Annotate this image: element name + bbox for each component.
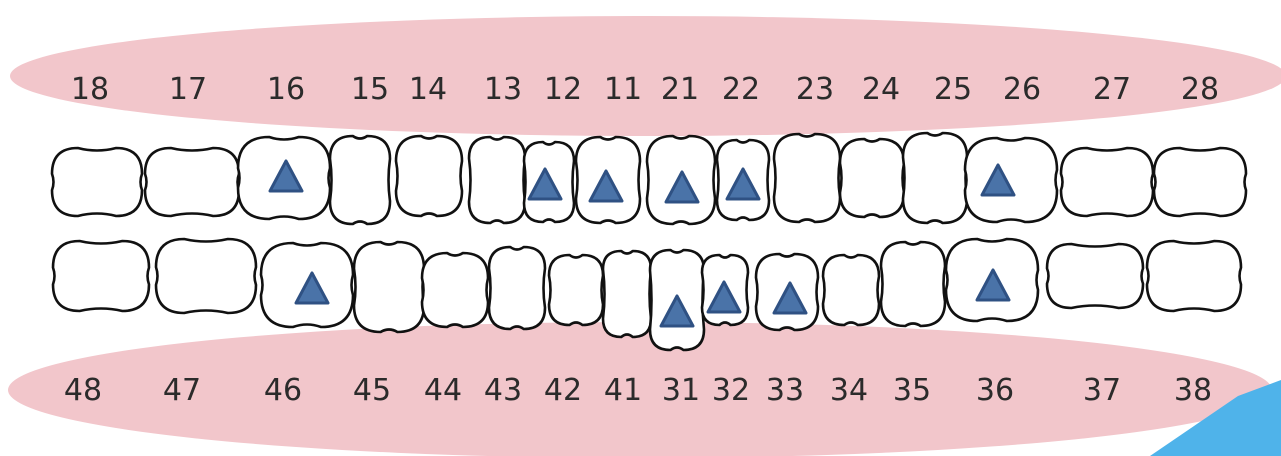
tooth-number-36: 36 [976,373,1014,408]
tooth-13[interactable] [469,137,525,223]
tooth-38[interactable] [1147,241,1241,311]
tooth-26[interactable] [965,138,1057,222]
tooth-number-45: 45 [353,373,391,408]
tooth-number-32: 32 [712,373,750,408]
tooth-number-27: 27 [1093,72,1131,107]
tooth-number-15: 15 [351,72,389,107]
tooth-outline-15 [330,136,390,224]
tooth-number-42: 42 [544,373,582,408]
tooth-outline-18 [52,148,142,216]
tooth-number-22: 22 [722,72,760,107]
tooth-number-41: 41 [604,373,642,408]
tooth-outline-47 [156,239,256,313]
tooth-23[interactable] [774,134,840,222]
tooth-number-24: 24 [862,72,900,107]
tooth-15[interactable] [330,136,390,224]
upper-teeth [52,133,1246,224]
tooth-number-14: 14 [409,72,447,107]
tooth-28[interactable] [1154,148,1246,216]
tooth-number-17: 17 [169,72,207,107]
tooth-outline-24 [840,139,904,217]
tooth-number-18: 18 [71,72,109,107]
tooth-outline-41 [603,251,651,337]
tooth-number-33: 33 [766,373,804,408]
tooth-outline-13 [469,137,525,223]
tooth-22[interactable] [717,140,769,220]
tooth-outline-37 [1047,244,1143,308]
tooth-36[interactable] [946,239,1038,321]
tooth-number-26: 26 [1003,72,1041,107]
tooth-number-47: 47 [163,373,201,408]
tooth-number-31: 31 [662,373,700,408]
tooth-outline-28 [1154,148,1246,216]
tooth-17[interactable] [145,148,239,216]
tooth-outline-26 [965,138,1057,222]
tooth-outline-25 [903,133,967,223]
tooth-46[interactable] [261,243,353,327]
tooth-35[interactable] [881,242,945,326]
tooth-31[interactable] [650,250,704,350]
tooth-number-48: 48 [64,373,102,408]
tooth-number-37: 37 [1083,373,1121,408]
tooth-outline-44 [422,253,488,327]
tooth-21[interactable] [647,136,715,224]
tooth-outline-34 [823,255,879,325]
tooth-number-38: 38 [1174,373,1212,408]
tooth-41[interactable] [603,251,651,337]
tooth-27[interactable] [1061,148,1153,216]
tooth-outline-43 [489,247,545,329]
tooth-12[interactable] [524,142,574,222]
tooth-outline-48 [53,241,149,311]
tooth-number-44: 44 [424,373,462,408]
tooth-number-35: 35 [893,373,931,408]
tooth-16[interactable] [238,137,330,219]
tooth-number-21: 21 [661,72,699,107]
tooth-number-11: 11 [604,72,642,107]
tooth-outline-38 [1147,241,1241,311]
tooth-number-23: 23 [796,72,834,107]
tooth-number-16: 16 [267,72,305,107]
tooth-33[interactable] [756,254,818,330]
tooth-number-43: 43 [484,373,522,408]
tooth-outline-23 [774,134,840,222]
tooth-number-13: 13 [484,72,522,107]
tooth-outline-17 [145,148,239,216]
tooth-number-28: 28 [1181,72,1219,107]
lower-teeth [53,239,1241,350]
tooth-48[interactable] [53,241,149,311]
tooth-outline-42 [549,255,603,325]
tooth-outline-27 [1061,148,1153,216]
tooth-47[interactable] [156,239,256,313]
tooth-outline-35 [881,242,945,326]
tooth-32[interactable] [702,255,748,325]
tooth-outline-45 [354,242,424,332]
tooth-number-46: 46 [264,373,302,408]
tooth-45[interactable] [354,242,424,332]
tooth-18[interactable] [52,148,142,216]
tooth-number-12: 12 [544,72,582,107]
tooth-11[interactable] [576,137,640,223]
tooth-25[interactable] [903,133,967,223]
tooth-37[interactable] [1047,244,1143,308]
tooth-number-25: 25 [934,72,972,107]
tooth-43[interactable] [489,247,545,329]
tooth-34[interactable] [823,255,879,325]
tooth-outline-14 [396,136,462,216]
tooth-44[interactable] [422,253,488,327]
tooth-24[interactable] [840,139,904,217]
tooth-42[interactable] [549,255,603,325]
tooth-14[interactable] [396,136,462,216]
tooth-number-34: 34 [830,373,868,408]
